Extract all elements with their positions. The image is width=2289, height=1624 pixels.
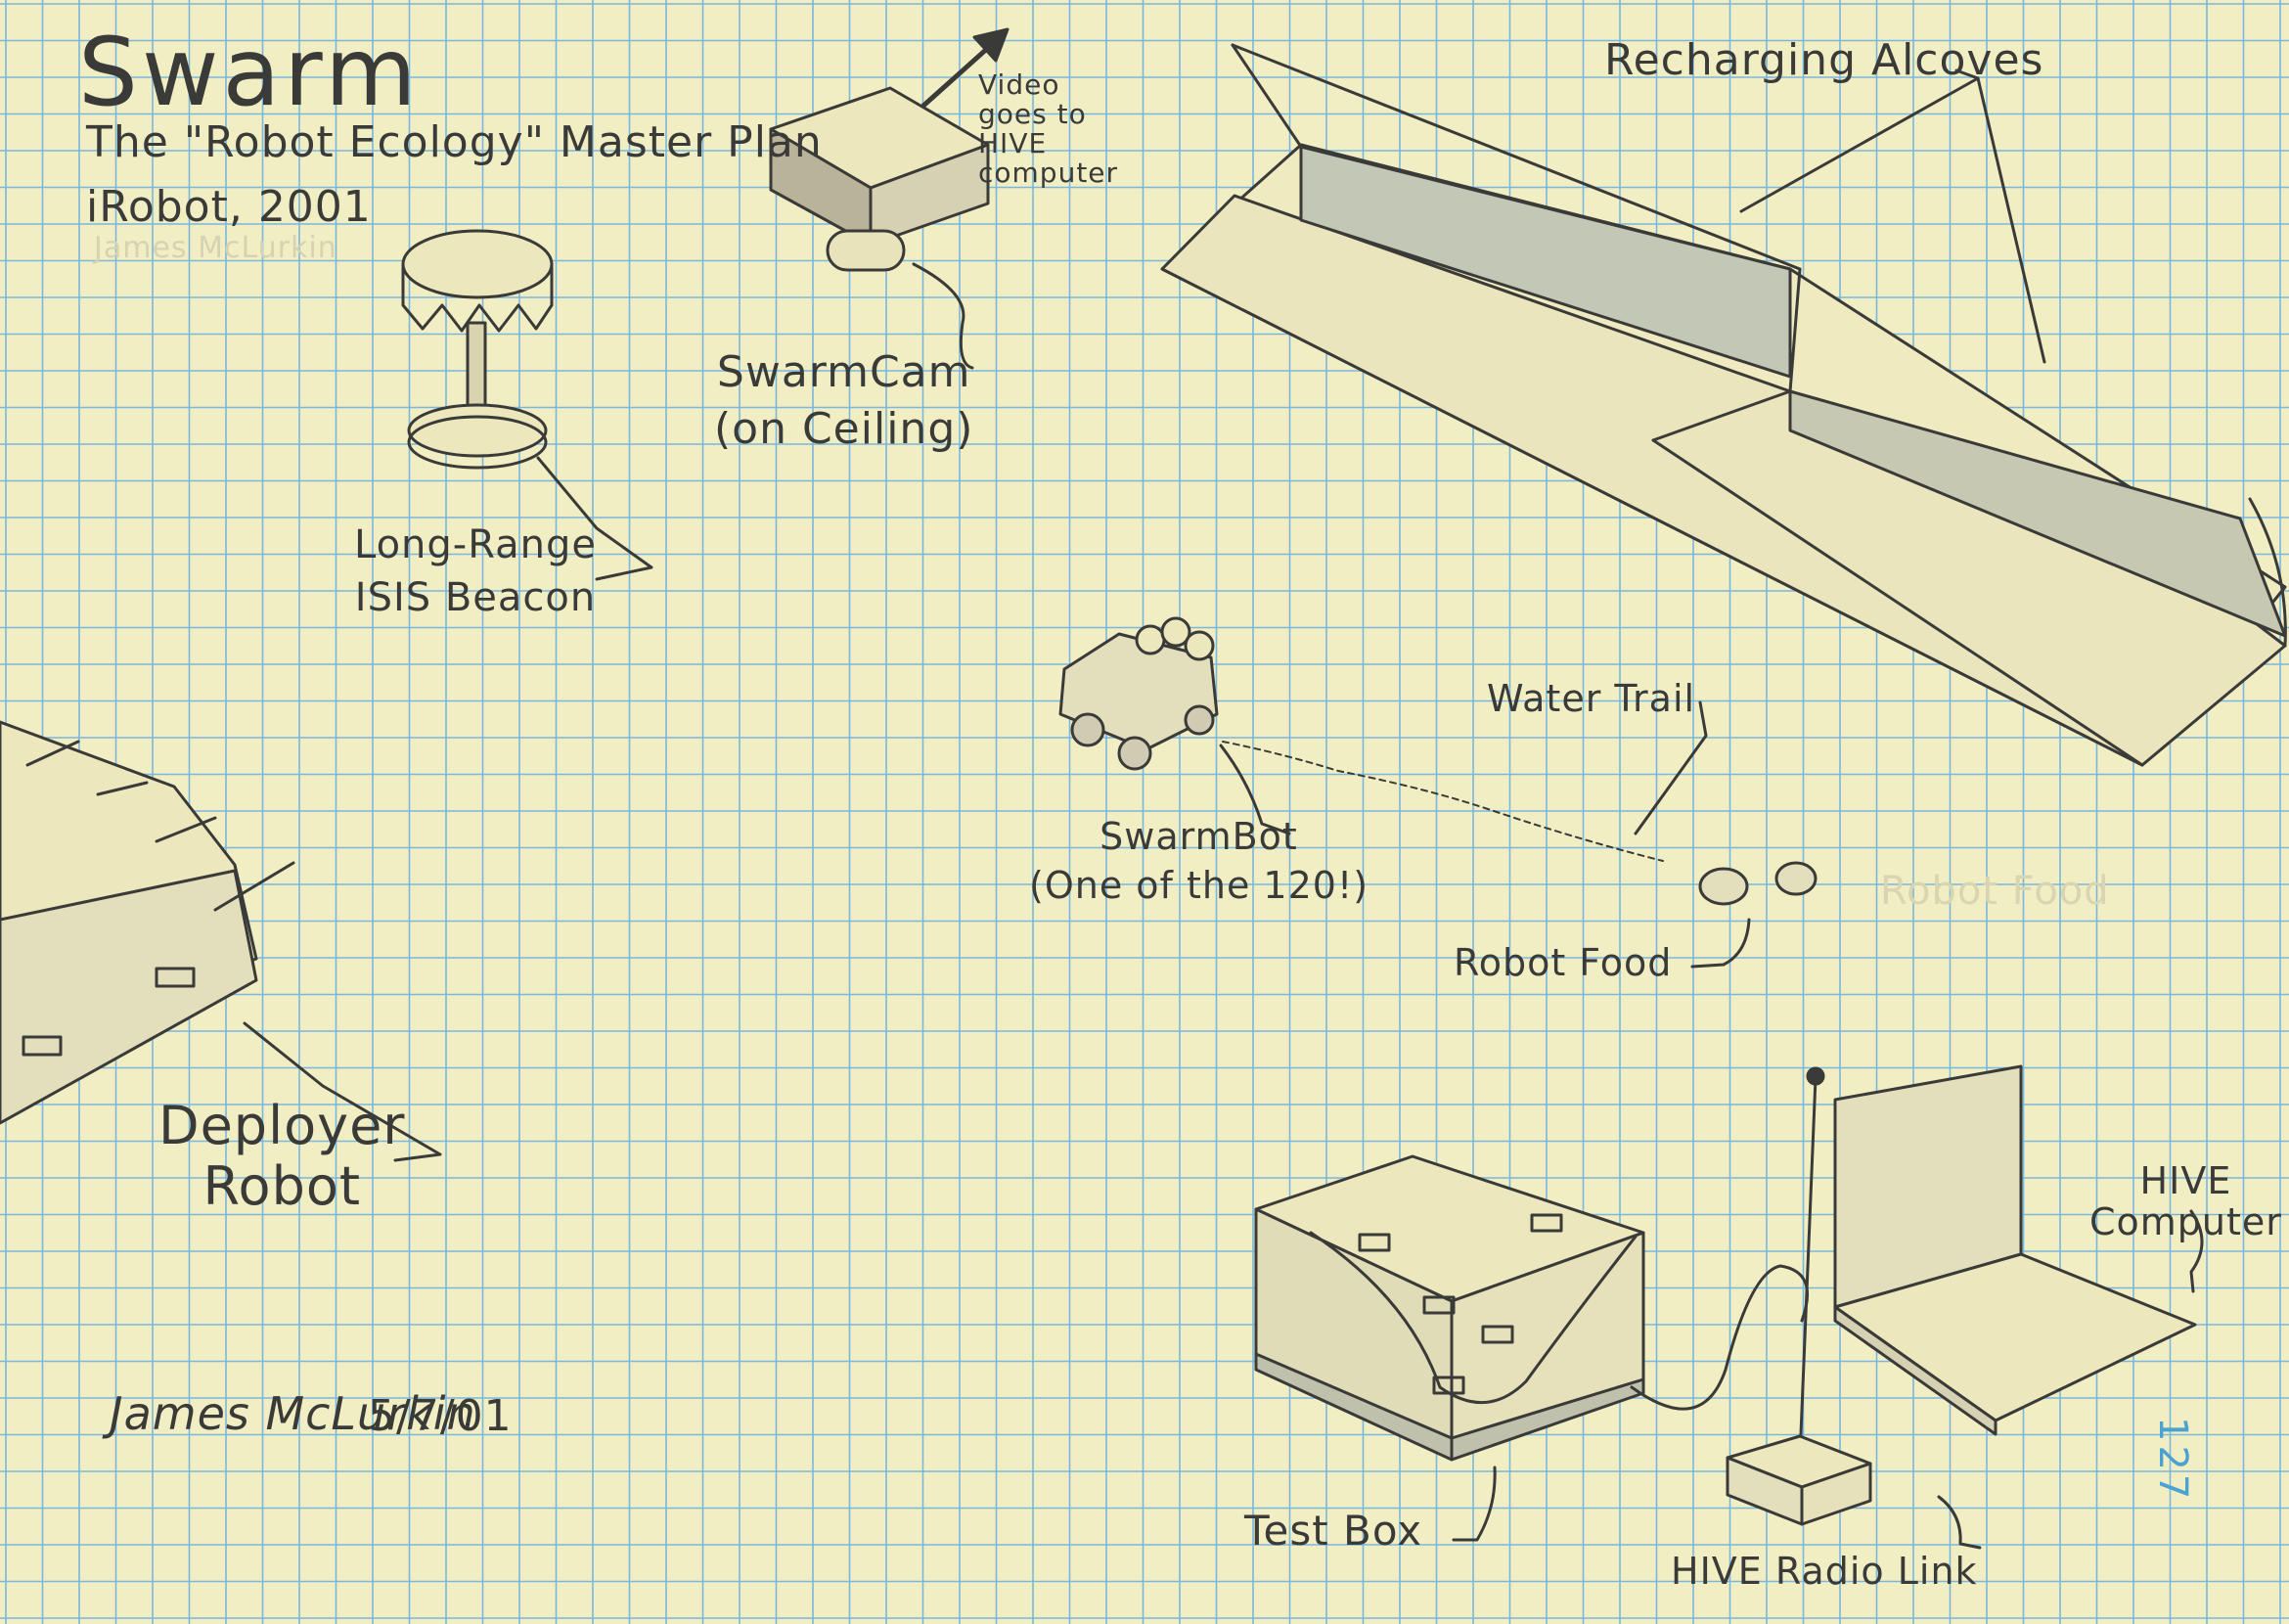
swarmcam-label: SwarmCam (on Ceiling): [714, 344, 973, 458]
swarmbot-drawing: [1058, 616, 1291, 835]
video-label: Video goes to HIVE computer: [978, 68, 1119, 189]
robot-food-drawing: [1690, 861, 1818, 969]
isis-beacon-drawing: [401, 229, 653, 581]
robot-food-label: Robot Food: [1454, 941, 1673, 984]
test-box-drawing: [1254, 1154, 1645, 1542]
drawing-ink: [0, 27, 2287, 1550]
swarmbot-label-name: SwarmBot: [1100, 815, 1298, 858]
hive-radio-link-drawing: [1630, 1066, 1982, 1550]
swarmbot-label-note: (One of the 120!): [1029, 864, 1369, 907]
swarmcam-drawing: [769, 27, 1010, 370]
water-trail-path: [1222, 741, 1664, 862]
signature-date: 5/7/01: [368, 1391, 513, 1441]
deployer-label: Deployer Robot: [158, 1096, 406, 1217]
deployer-robot-drawing: [0, 720, 442, 1162]
recharging-alcoves-drawing: [1160, 43, 2287, 767]
page-title: Swarm: [78, 18, 421, 127]
deployer-label-line2: Robot: [202, 1155, 362, 1217]
beacon-label: Long-Range ISIS Beacon: [354, 519, 597, 624]
hive-computer-label: HIVE Computer: [2089, 1160, 2282, 1242]
hive-label-line2: Computer: [2089, 1200, 2282, 1243]
water-trail-leader: [1634, 700, 1708, 835]
swarmcam-label-name: SwarmCam: [716, 347, 971, 397]
signature-name: James McLurkin: [110, 1387, 476, 1440]
swarmbot-label: SwarmBot (One of the 120!): [1029, 812, 1369, 910]
water-trail-label: Water Trail: [1487, 677, 1696, 720]
beacon-label-line2: ISIS Beacon: [354, 575, 597, 620]
hive-label-line1: HIVE: [2139, 1159, 2232, 1202]
beacon-label-line1: Long-Range: [354, 522, 598, 567]
credit-line: iRobot, 2001: [86, 182, 372, 232]
test-box-label: Test Box: [1244, 1507, 1423, 1555]
page-subtitle: The "Robot Ecology" Master Plan: [86, 117, 823, 167]
robot-food-faint-label: Robot Food: [1880, 869, 2110, 914]
faint-name-line: James McLurkin: [94, 231, 337, 265]
radio-link-label: HIVE Radio Link: [1671, 1550, 1978, 1593]
swarmcam-label-note: (on Ceiling): [714, 404, 974, 454]
alcoves-label: Recharging Alcoves: [1604, 35, 2044, 85]
page-number: 127: [2150, 1417, 2195, 1504]
hive-computer-drawing: [1833, 1064, 2204, 1436]
deployer-label-line1: Deployer: [158, 1095, 406, 1156]
